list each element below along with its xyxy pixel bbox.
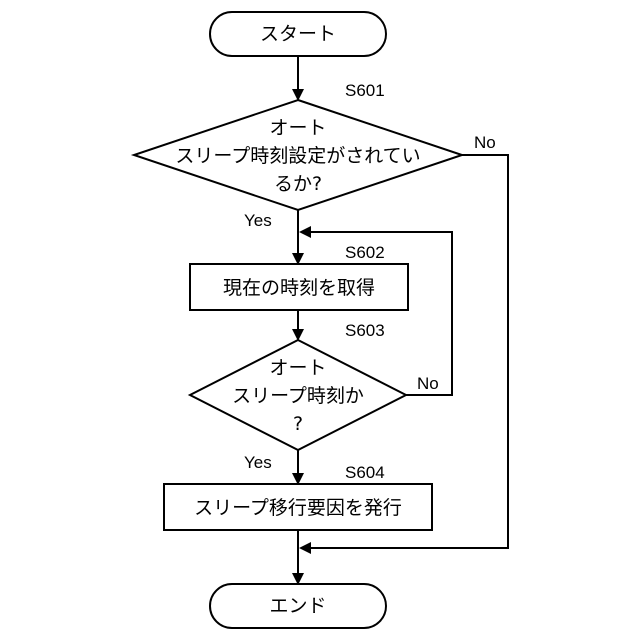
s601-text-line-1: オート bbox=[269, 117, 326, 139]
start-node: スタート bbox=[210, 12, 386, 56]
s601-step-label: S601 bbox=[345, 81, 385, 100]
s601-text-line-2: スリープ時刻設定がされてい bbox=[175, 145, 420, 167]
start-label: スタート bbox=[260, 23, 336, 45]
s603-text-line-1: オート bbox=[269, 357, 326, 379]
s603-decision-node: オート スリープ時刻か ? bbox=[190, 340, 406, 450]
s602-text: 現在の時刻を取得 bbox=[223, 277, 375, 299]
s602-process-node: 現在の時刻を取得 bbox=[190, 264, 408, 310]
s601-decision-node: オート スリープ時刻設定がされてい るか? bbox=[134, 100, 462, 210]
s602-step-label: S602 bbox=[345, 243, 385, 262]
s601-no-label: No bbox=[474, 133, 496, 152]
s604-step-label: S604 bbox=[345, 463, 385, 482]
s603-step-label: S603 bbox=[345, 321, 385, 340]
s603-text-line-3: ? bbox=[293, 413, 303, 435]
s604-process-node: スリープ移行要因を発行 bbox=[164, 484, 432, 530]
s601-text-line-3: るか? bbox=[274, 173, 322, 195]
s603-yes-label: Yes bbox=[244, 453, 272, 472]
end-node: エンド bbox=[210, 584, 386, 628]
s603-no-label: No bbox=[417, 374, 439, 393]
s604-text: スリープ移行要因を発行 bbox=[194, 497, 402, 519]
s601-yes-label: Yes bbox=[244, 211, 272, 230]
end-label: エンド bbox=[269, 595, 326, 617]
s603-text-line-2: スリープ時刻か bbox=[232, 385, 364, 407]
